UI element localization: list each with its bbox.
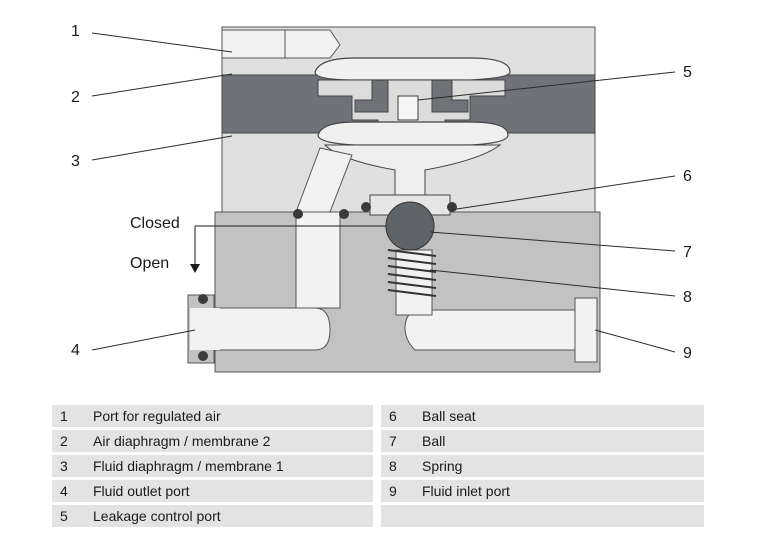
callout-4: 4: [71, 342, 80, 359]
outlet-oring-top: [198, 294, 208, 304]
legend-text: [414, 505, 704, 527]
valve-cross-section-diagram: Closed Open 1 2 3 4 5 6 7 8 9: [71, 23, 692, 373]
callout-7: 7: [683, 244, 692, 261]
leader-lines: [91, 32, 676, 353]
regulated-air-port: [221, 29, 341, 59]
legend-row: 4 Fluid outlet port 9 Fluid inlet port: [52, 480, 704, 502]
legend-text: Port for regulated air: [85, 405, 373, 427]
callout-3: 3: [71, 153, 80, 170]
open-arrow-icon: [190, 264, 200, 273]
legend-number: 3: [52, 455, 85, 477]
legend-text: Fluid outlet port: [85, 480, 373, 502]
legend-row: 5 Leakage control port: [52, 505, 704, 527]
legend-table: 1 Port for regulated air 6 Ball seat 2 A…: [52, 402, 704, 530]
legend-number: 1: [52, 405, 85, 427]
callout-9: 9: [683, 345, 692, 362]
legend-row: 3 Fluid diaphragm / membrane 1 8 Spring: [52, 455, 704, 477]
legend-number: 7: [381, 430, 414, 452]
legend-number: 8: [381, 455, 414, 477]
callout-6: 6: [683, 168, 692, 185]
outlet-vertical-channel: [295, 211, 341, 309]
open-label: Open: [130, 255, 169, 272]
callout-2: 2: [71, 89, 80, 106]
legend-text: Leakage control port: [85, 505, 373, 527]
ball: [385, 201, 435, 251]
legend-text: Ball seat: [414, 405, 704, 427]
outlet-channel: [189, 307, 331, 351]
spring: [387, 249, 437, 297]
legend-text: Ball: [414, 430, 704, 452]
legend-text: Fluid diaphragm / membrane 1: [85, 455, 373, 477]
legend-number: [381, 505, 414, 527]
legend-number: 6: [381, 405, 414, 427]
leakage-control-port: [397, 95, 419, 121]
legend-text: Fluid inlet port: [414, 480, 704, 502]
legend-number: 2: [52, 430, 85, 452]
legend-number: 5: [52, 505, 85, 527]
callout-5: 5: [683, 64, 692, 81]
closed-label: Closed: [130, 215, 180, 232]
legend-number: 9: [381, 480, 414, 502]
fluid-diaphragm: [317, 121, 509, 146]
callout-1: 1: [71, 23, 80, 40]
legend-row: 1 Port for regulated air 6 Ball seat: [52, 405, 704, 427]
legend-row: 2 Air diaphragm / membrane 2 7 Ball: [52, 430, 704, 452]
legend-text: Spring: [414, 455, 704, 477]
legend-number: 4: [52, 480, 85, 502]
outlet-oring-bottom: [198, 351, 208, 361]
legend-text: Air diaphragm / membrane 2: [85, 430, 373, 452]
inlet-vertical-channel: [395, 249, 433, 316]
callout-8: 8: [683, 289, 692, 306]
fluid-inlet-port: [574, 297, 598, 363]
inlet-channel: [404, 309, 579, 351]
air-diaphragm: [314, 57, 511, 81]
